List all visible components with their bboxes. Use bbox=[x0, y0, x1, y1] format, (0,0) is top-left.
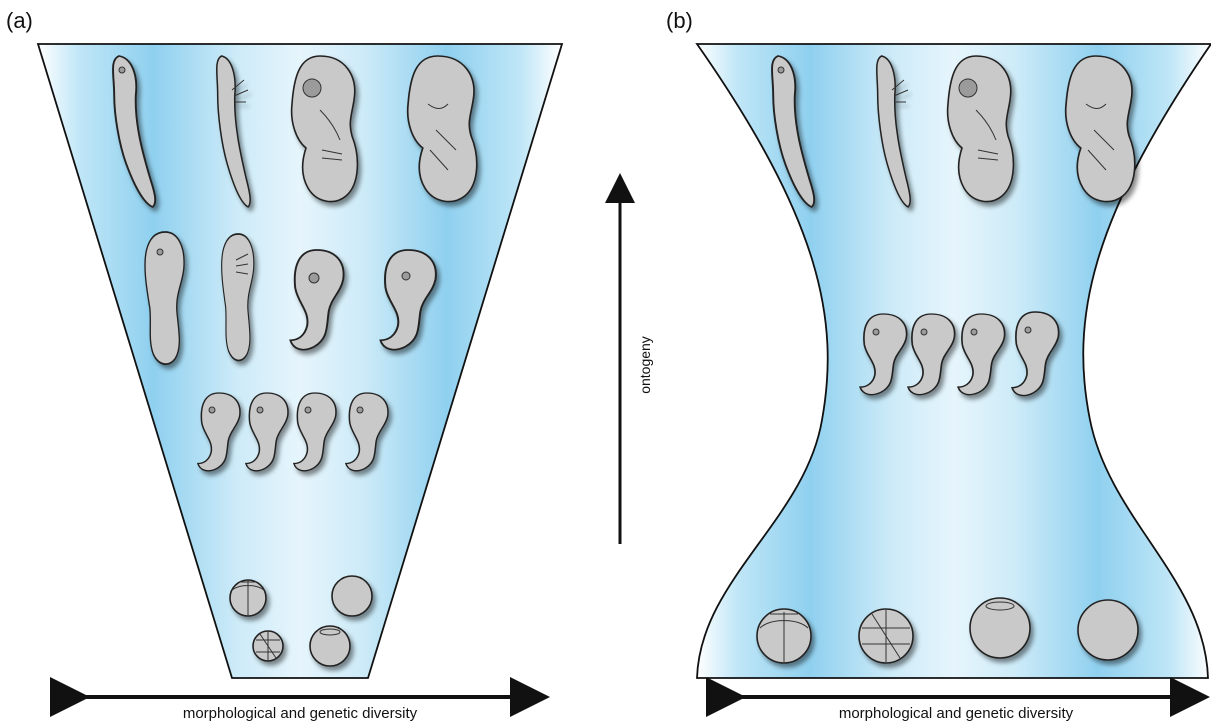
diversity-axis-label-b: morphological and genetic diversity bbox=[839, 705, 1074, 722]
cleavage-embryo-icon bbox=[230, 580, 266, 616]
diversity-axis-label-a: morphological and genetic diversity bbox=[183, 705, 418, 722]
ontogeny-label: ontogeny bbox=[637, 336, 653, 394]
cleavage-embryo-icon bbox=[757, 609, 811, 663]
cleavage-8cell-icon bbox=[859, 609, 913, 663]
panel-b: (b) bbox=[666, 8, 1211, 722]
egg-icon bbox=[970, 598, 1030, 658]
egg-icon bbox=[332, 576, 372, 616]
panel-a: (a) bbox=[6, 8, 562, 722]
cleavage-8cell-icon bbox=[253, 631, 283, 661]
panel-a-label: (a) bbox=[6, 8, 33, 33]
egg-icon bbox=[310, 626, 350, 666]
ontogeny-axis: ontogeny bbox=[620, 188, 653, 544]
egg-icon bbox=[1078, 600, 1138, 660]
panel-b-label: (b) bbox=[666, 8, 693, 33]
